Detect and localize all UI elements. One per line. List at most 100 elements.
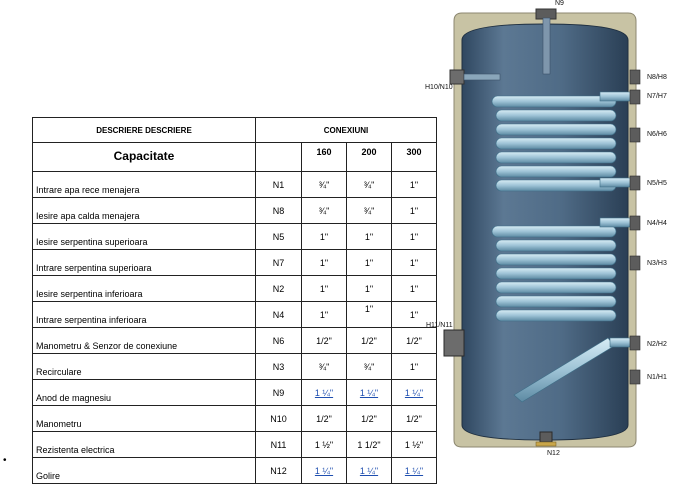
- row-value-200: 1": [346, 223, 392, 250]
- table-row: Intrare apa rece menajera N1 ¾" ¾" 1": [32, 171, 437, 198]
- row-value-160: 1": [301, 223, 347, 250]
- table-row: Intrare serpentina inferioara N4 1" 1" 1…: [32, 301, 437, 328]
- row-name: Manometru & Senzor de conexiune: [32, 327, 256, 354]
- row-value-200: ¾": [346, 197, 392, 224]
- row-code: N7: [255, 249, 302, 276]
- header-description: DESCRIERE DESCRIERE: [32, 117, 256, 143]
- table-row: Anod de magnesiu N9 1 ¼" 1 ¼" 1 ¼": [32, 379, 437, 406]
- anode-rod: [542, 17, 551, 75]
- row-value-160: ¾": [301, 197, 347, 224]
- row-code: N8: [255, 197, 302, 224]
- row-value-160: 1 ¼": [301, 457, 347, 484]
- table-header-row: DESCRIERE DESCRIERE CONEXIUNI: [32, 117, 437, 143]
- capacity-label: Capacitate: [32, 142, 256, 172]
- row-value-160: 1": [301, 301, 347, 328]
- row-value-160: 1": [301, 275, 347, 302]
- anode-fitting: [535, 8, 557, 20]
- capacity-300: 300: [391, 142, 437, 172]
- row-name: Intrare serpentina inferioara: [32, 301, 256, 328]
- right-fittings: [629, 69, 641, 385]
- row-value-200: 1 1/2": [346, 431, 392, 458]
- upper-coil: [491, 91, 639, 192]
- row-value-160: 1": [301, 249, 347, 276]
- table-row: Rezistenta electrica N11 1 ½" 1 1/2" 1 ½…: [32, 431, 437, 458]
- label-n6: N6/H6: [647, 131, 667, 138]
- row-code: N12: [255, 457, 302, 484]
- row-name: Recirculare: [32, 353, 256, 380]
- row-value-300: 1 ¼": [391, 379, 437, 406]
- row-code: N6: [255, 327, 302, 354]
- table-row: Recirculare N3 ¾" ¾" 1": [32, 353, 437, 380]
- row-name: Intrare serpentina superioara: [32, 249, 256, 276]
- row-code: N11: [255, 431, 302, 458]
- row-value-300: 1": [391, 353, 437, 380]
- link-value[interactable]: 1 ¼": [314, 465, 334, 476]
- table-row: Iesire serpentina superioara N5 1" 1" 1": [32, 223, 437, 250]
- link-value[interactable]: 1 ¼": [404, 387, 424, 398]
- row-name: Rezistenta electrica: [32, 431, 256, 458]
- label-n2: N2/H2: [647, 341, 667, 348]
- drain-pipe: [535, 441, 557, 447]
- row-name: Iesire apa calda menajera: [32, 197, 256, 224]
- label-n3: N3/H3: [647, 260, 667, 267]
- capacity-row: Capacitate 160 200 300: [32, 142, 437, 172]
- row-name: Iesire serpentina superioara: [32, 223, 256, 250]
- row-code: N4: [255, 301, 302, 328]
- row-name: Intrare apa rece menajera: [32, 171, 256, 198]
- table-row: Manometru & Senzor de conexiune N6 1/2" …: [32, 327, 437, 354]
- row-value-200: 1 ¼": [346, 379, 392, 406]
- row-value-200: 1/2": [346, 327, 392, 354]
- row-name: Manometru: [32, 405, 256, 432]
- lower-coil: [491, 217, 639, 403]
- table-row: Manometru N10 1/2" 1/2" 1/2": [32, 405, 437, 432]
- row-value-200: 1 ¼": [346, 457, 392, 484]
- manometer-tube: [463, 73, 501, 81]
- table-row: Iesire serpentina inferioara N2 1" 1" 1": [32, 275, 437, 302]
- heater-fitting: [443, 329, 465, 357]
- header-connections: CONEXIUNI: [255, 117, 437, 143]
- label-n10: H10/N10: [425, 84, 453, 91]
- label-n8: N8/H8: [647, 74, 667, 81]
- label-n1: N1/H1: [647, 374, 667, 381]
- label-n11: H11/N11: [426, 322, 453, 329]
- row-name: Iesire serpentina inferioara: [32, 275, 256, 302]
- row-value-200: 1": [346, 301, 392, 328]
- row-code: N2: [255, 275, 302, 302]
- row-value-160: 1 ½": [301, 431, 347, 458]
- capacity-160: 160: [301, 142, 347, 172]
- boiler-diagram: [443, 8, 641, 448]
- link-value[interactable]: 1 ¼": [314, 387, 334, 398]
- link-value[interactable]: 1 ¼": [359, 387, 379, 398]
- manometer-fitting: [449, 69, 465, 85]
- row-name: Anod de magnesiu: [32, 379, 256, 406]
- drain-fitting: [539, 431, 553, 443]
- table-row: Intrare serpentina superioara N7 1" 1" 1…: [32, 249, 437, 276]
- table-row: Iesire apa calda menajera N8 ¾" ¾" 1": [32, 197, 437, 224]
- row-value-160: ¾": [301, 353, 347, 380]
- row-value-200: 1/2": [346, 405, 392, 432]
- row-value-160: ¾": [301, 171, 347, 198]
- label-n9: N9: [555, 0, 564, 7]
- link-value[interactable]: 1 ¼": [359, 465, 379, 476]
- label-n5: N5/H5: [647, 180, 667, 187]
- row-code: N5: [255, 223, 302, 250]
- bullet-mark: •: [3, 455, 7, 466]
- row-value-160: 1/2": [301, 327, 347, 354]
- row-value-300: 1": [391, 249, 437, 276]
- row-value-300: 1": [391, 275, 437, 302]
- row-code: N3: [255, 353, 302, 380]
- row-value-200: ¾": [346, 171, 392, 198]
- row-value-160: 1/2": [301, 405, 347, 432]
- row-value-200: 1": [346, 249, 392, 276]
- label-n4: N4/H4: [647, 220, 667, 227]
- row-name: Golire: [32, 457, 256, 484]
- row-value-200: 1": [346, 275, 392, 302]
- table-row: Golire N12 1 ¼" 1 ¼" 1 ¼": [32, 457, 437, 484]
- capacity-code-cell: [255, 142, 302, 172]
- capacity-200: 200: [346, 142, 392, 172]
- row-code: N1: [255, 171, 302, 198]
- row-code: N10: [255, 405, 302, 432]
- row-value-200: ¾": [346, 353, 392, 380]
- row-value-160: 1 ¼": [301, 379, 347, 406]
- connections-table: DESCRIERE DESCRIERE CONEXIUNI Capacitate…: [32, 117, 437, 484]
